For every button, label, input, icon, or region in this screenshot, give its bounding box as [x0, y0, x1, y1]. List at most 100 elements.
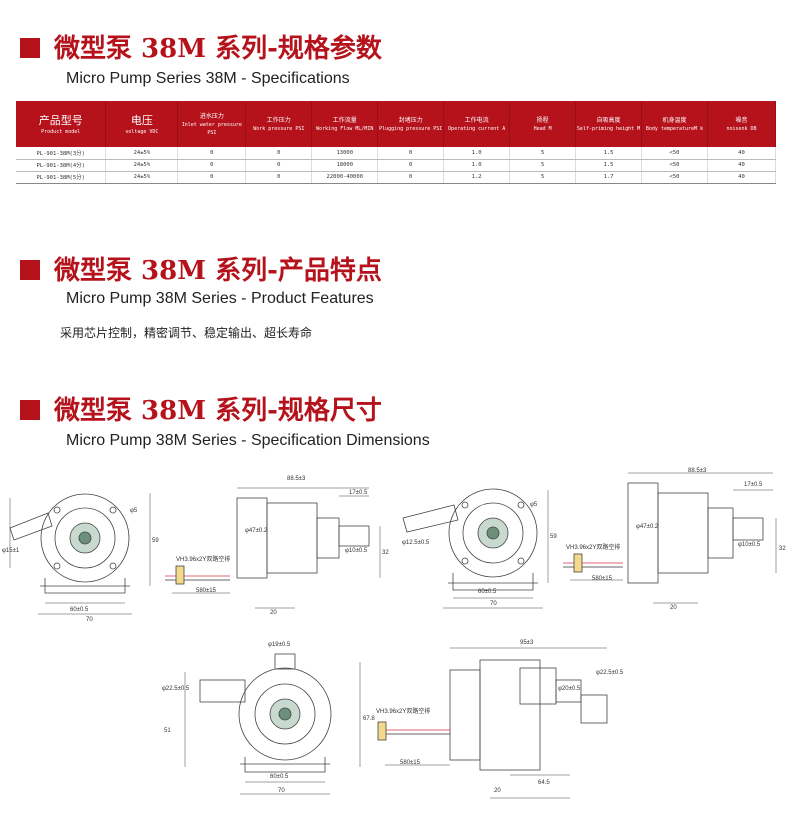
dim-base: 20: [494, 788, 501, 794]
dim-radius: φ5: [530, 502, 538, 508]
dim-body-dia: φ47±0.2: [245, 528, 268, 534]
dim-nozzle: 17±0.5: [744, 482, 763, 488]
dim-overall-length: 88.5±3: [287, 476, 306, 482]
dim-height: 59: [152, 538, 159, 544]
dimension-drawing-3: φ19±0.5 φ22.5±0.5 51 67.8 60±0.5 70: [160, 642, 380, 807]
table-cell: 24±5%: [105, 171, 179, 184]
table-cell: 1.0: [443, 147, 511, 160]
dim-base: 20: [670, 605, 677, 611]
table-cell: 0: [245, 171, 313, 184]
connector-note: VH3.96x2Y双路空排: [376, 709, 431, 715]
table-cell: 40: [707, 159, 777, 172]
dim-width-inner: 60±0.5: [478, 589, 497, 595]
dim-width-inner: 60±0.5: [270, 774, 289, 780]
dim-stub: φ10±0.5: [738, 542, 761, 548]
dim-side-stub: φ22.5±0.5: [162, 686, 190, 692]
dim-inlet-dia: φ15±1: [2, 548, 20, 554]
table-cell: 5: [509, 159, 577, 172]
table-cell: PL-901-38M(3分): [16, 147, 107, 160]
table-cell: <50: [641, 147, 708, 160]
dim-cable: 580±15: [592, 576, 612, 582]
table-cell: 0: [177, 171, 247, 184]
dim-radius: φ5: [130, 508, 138, 514]
section-marker: [20, 38, 40, 58]
dim-top-stub: φ19±0.5: [268, 642, 291, 648]
outlet-nozzle: [338, 525, 370, 547]
dim-body-dia: φ47±0.2: [636, 524, 659, 530]
table-cell: <50: [641, 159, 708, 172]
dim-height-2: 67.8: [363, 716, 375, 722]
table-cell: 1.7: [575, 171, 643, 184]
dim-width-outer: 70: [490, 601, 497, 607]
section-title: 微型泵 38M 系列-规格尺寸: [54, 396, 382, 426]
section-title: 微型泵 38M 系列-规格参数: [54, 34, 382, 64]
table-cell: 18000: [311, 159, 379, 172]
dim-stub: φ20±0.5: [558, 686, 581, 692]
table-cell: 0: [177, 159, 247, 172]
inlet-nozzle: [9, 512, 53, 541]
table-cell: 0: [377, 171, 445, 184]
dim-inlet-dia: φ12.5±0.5: [402, 540, 430, 546]
table-cell: 24±5%: [105, 159, 179, 172]
table-cell: <50: [641, 171, 708, 184]
section-subtitle: Micro Pump 38M Series - Specification Di…: [66, 432, 430, 449]
dim-side: 32: [382, 550, 389, 556]
features-text: 采用芯片控制，精密调节、稳定输出、超长寿命: [60, 326, 313, 340]
dim-overall-length: 88.5±3: [688, 468, 707, 474]
table-cell: PL-901-38M(4分): [16, 159, 107, 172]
table-cell: 1.5: [575, 147, 643, 160]
table-cell: 40: [707, 171, 777, 184]
table-cell: 13000: [311, 147, 379, 160]
table-cell: 0: [377, 147, 445, 160]
dim-height: 59: [550, 534, 557, 540]
table-cell: PL-901-38M(5分): [16, 171, 107, 184]
connector-note: VH3.96x2Y双路空排: [566, 545, 621, 551]
dim-width-outer: 70: [278, 788, 285, 794]
dimension-drawing-2: 60±0.5 70 88.5±3 17±0.5 59 φ47±0.2 φ10±0…: [398, 468, 798, 623]
dim-nozzle: 17±0.5: [349, 490, 368, 496]
table-cell: 0: [245, 147, 313, 160]
dim-cable: 580±15: [400, 760, 420, 766]
table-cell: 1.0: [443, 159, 511, 172]
section-title: 微型泵 38M 系列-产品特点: [54, 256, 382, 286]
dimension-drawing-1: 60±0.5 70 88.5±3 17±0.5 59 φ47±0.2 φ10±0…: [0, 468, 400, 623]
dim-side: 32: [779, 546, 786, 552]
connector-note: VH3.96x2Y双路空排: [176, 557, 231, 563]
table-cell: 5: [509, 171, 577, 184]
dim-base: 20: [270, 610, 277, 616]
section-marker: [20, 260, 40, 280]
dim-stub: φ10±0.5: [345, 548, 368, 554]
dimension-drawing-4: 95±3 φ20±0.5 φ22.5±0.5 VH3.96x2Y双路空排 580…: [370, 640, 630, 810]
table-cell: 22000-40000: [311, 171, 379, 184]
table-cell: 1.5: [575, 159, 643, 172]
motor-body-side: [236, 497, 268, 579]
dim-overall-length: 95±3: [520, 640, 534, 646]
table-cell: 24±5%: [105, 147, 179, 160]
dim-width-inner: 60±0.5: [70, 607, 89, 613]
dim-width-outer: 70: [86, 617, 93, 623]
section-subtitle: Micro Pump 38M Series - Product Features: [66, 290, 374, 307]
dim-cable: 580±15: [196, 588, 216, 594]
pump-housing-front: [40, 493, 130, 583]
table-cell: 0: [177, 147, 247, 160]
table-cell: 0: [377, 159, 445, 172]
dim-stub-2: φ22.5±0.5: [596, 670, 624, 676]
section-marker: [20, 400, 40, 420]
table-cell: 40: [707, 147, 777, 160]
